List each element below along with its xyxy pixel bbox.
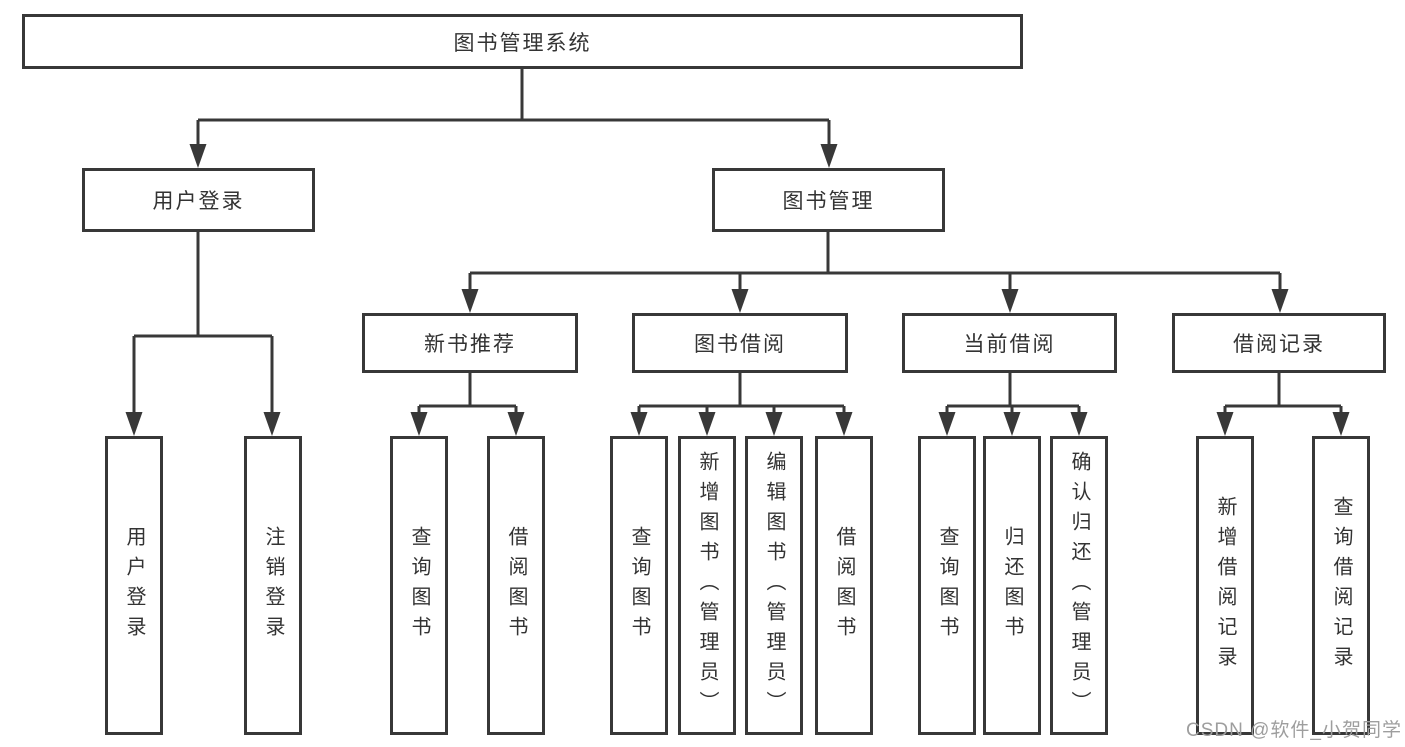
node-current-borrow: 当前借阅 [902, 313, 1117, 373]
arrowheads [125, 144, 1350, 436]
connector-stems [132, 69, 1343, 418]
node-user-login-branch: 用户登录 [82, 168, 315, 232]
leaf-return-books: 归还图书 [983, 436, 1041, 735]
leaf-borrow-books-recommend: 借阅图书 [487, 436, 545, 735]
leaf-add-borrow-record: 新增借阅记录 [1196, 436, 1254, 735]
node-new-book-recommend: 新书推荐 [362, 313, 578, 373]
leaf-query-books-recommend: 查询图书 [390, 436, 448, 735]
node-root-system: 图书管理系统 [22, 14, 1023, 69]
leaf-edit-books-admin: 编辑图书（管理员） [745, 436, 803, 735]
leaf-logout: 注销登录 [244, 436, 302, 735]
leaf-query-books-borrow: 查询图书 [610, 436, 668, 735]
leaf-confirm-return-admin: 确认归还（管理员） [1050, 436, 1108, 735]
csdn-watermark: CSDN @软件_小贺同学 [1186, 720, 1402, 741]
leaf-borrow-books: 借阅图书 [815, 436, 873, 735]
node-borrow-records: 借阅记录 [1172, 313, 1386, 373]
leaf-query-books-current: 查询图书 [918, 436, 976, 735]
leaf-query-borrow-record: 查询借阅记录 [1312, 436, 1370, 735]
leaf-add-books-admin: 新增图书（管理员） [678, 436, 736, 735]
node-book-borrow: 图书借阅 [632, 313, 848, 373]
node-book-management-branch: 图书管理 [712, 168, 945, 232]
leaf-user-login: 用户登录 [105, 436, 163, 735]
